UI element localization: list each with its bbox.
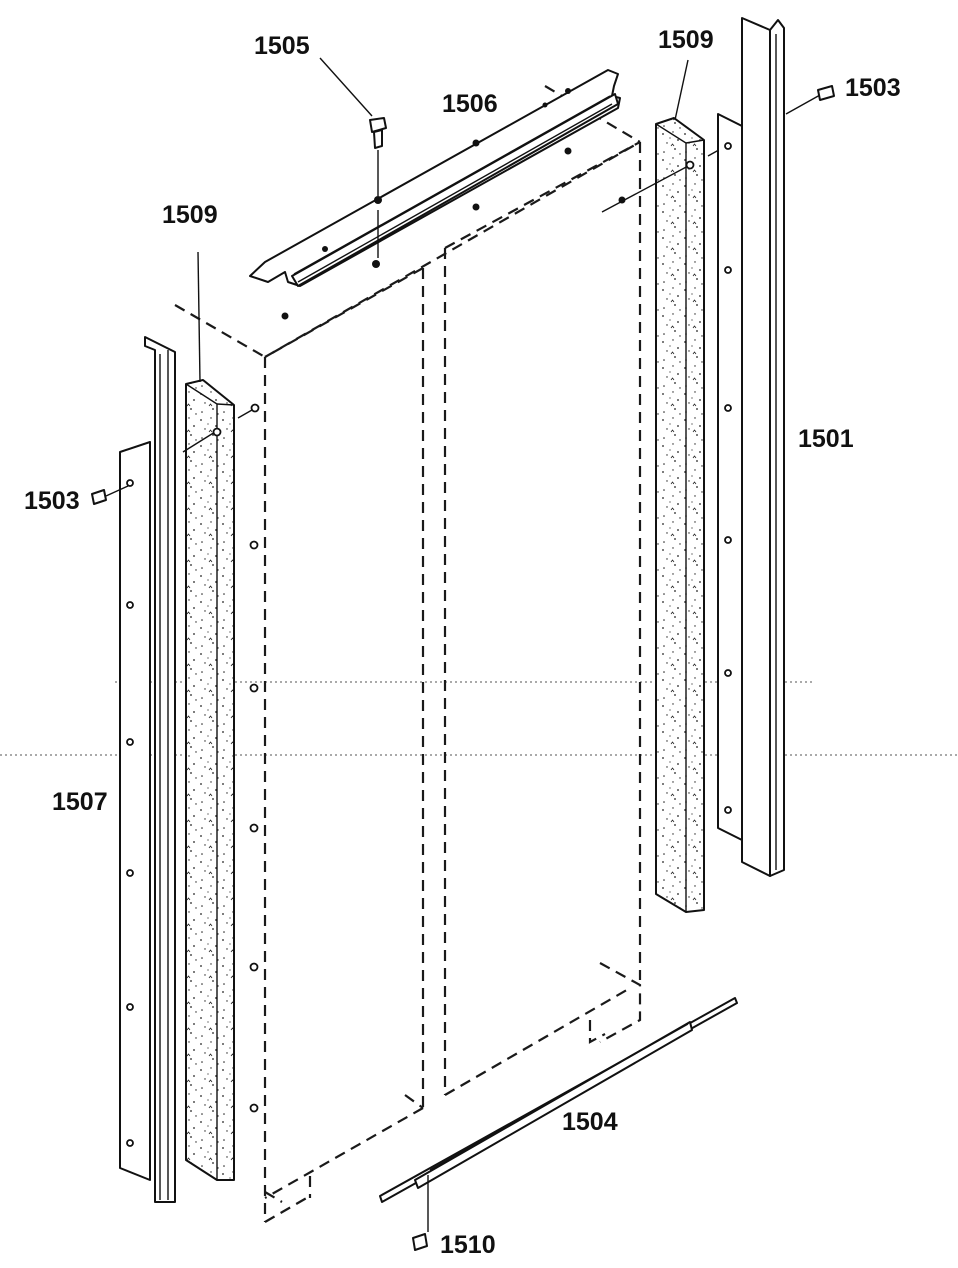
label-1509-left: 1509 (162, 201, 218, 229)
left-foam-1509 (182, 251, 260, 1181)
right-foam-1509 (601, 59, 727, 913)
label-1507: 1507 (52, 788, 108, 816)
top-bracket-1506 (249, 69, 621, 287)
liner-left-holes (249, 540, 259, 1113)
screw-1505 (319, 57, 387, 258)
screw-1503-right (817, 85, 835, 101)
screw-1503-left (91, 485, 129, 505)
label-1509-right: 1509 (658, 26, 714, 54)
bottom-strip-1504 (379, 997, 738, 1203)
label-1503-left: 1503 (24, 487, 80, 515)
label-1503-right: 1503 (845, 74, 901, 102)
screw-1510 (412, 1175, 429, 1251)
door-liner-outline (174, 85, 642, 1223)
label-1504: 1504 (562, 1108, 618, 1136)
liner-top-holes (281, 147, 626, 320)
label-1501: 1501 (798, 425, 854, 453)
label-1506: 1506 (442, 90, 498, 118)
right-side-channel (717, 113, 743, 841)
label-1505: 1505 (254, 32, 310, 60)
left-strip-1507 (119, 336, 176, 1203)
right-strip-1501 (741, 17, 821, 877)
label-1510: 1510 (440, 1231, 496, 1259)
